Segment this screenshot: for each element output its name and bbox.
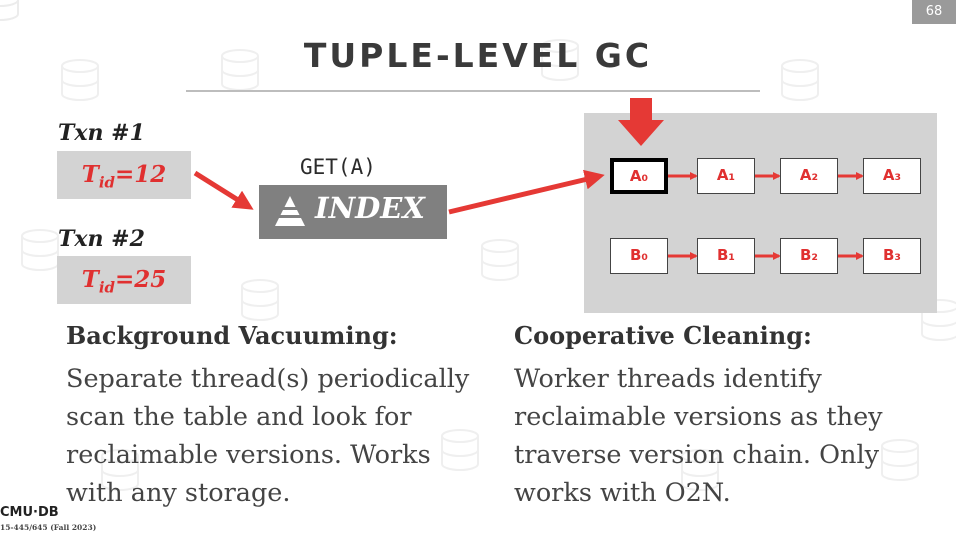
txn1-to-index-arrow [193,170,254,210]
right-line: reclaimable versions as they [514,402,883,432]
txn1-tid-value: =12 [115,161,167,188]
txn2-tid-sub: id [98,278,116,297]
version-node-a3: A₃ [863,158,921,194]
txn1-tid-box: Tid=12 [57,151,191,199]
down-arrow-icon [618,98,664,146]
cmu-db-logo: CMU·DB [0,505,59,520]
page-number: 68 [912,0,956,24]
txn1-label: Txn #1 [58,120,145,146]
version-node-b2: B₂ [780,238,838,274]
left-paragraph: Separate thread(s) periodically scan the… [66,360,469,512]
txn2-tid-box: Tid=25 [57,256,191,304]
version-chain-panel [584,113,937,313]
title-divider [186,90,760,92]
version-node-a2: A₂ [780,158,838,194]
slide-title: TUPLE-LEVEL GC [303,36,653,75]
index-box: INDEX [259,185,447,239]
get-a-label: GET(A) [300,155,376,179]
right-line: traverse version chain. Only [514,440,880,470]
version-node-b1: B₁ [697,238,755,274]
version-node-a1: A₁ [697,158,755,194]
left-line: with any storage. [66,478,291,508]
left-line: reclaimable versions. Works [66,440,431,470]
left-line: Separate thread(s) periodically [66,364,470,394]
version-node-b3: B₃ [863,238,921,274]
index-label: INDEX [315,191,425,225]
right-heading: Cooperative Cleaning: [514,321,812,350]
index-to-a0-arrow [448,169,605,215]
version-node-a0: A₀ [610,158,668,194]
version-node-b0: B₀ [610,238,668,274]
txn1-tid-prefix: T [81,161,99,188]
course-label: 15-445/645 (Fall 2023) [0,523,97,532]
left-line: scan the table and look for [66,402,412,432]
chain-arrows [668,172,864,260]
txn2-tid-prefix: T [81,266,99,293]
right-paragraph: Worker threads identify reclaimable vers… [514,360,883,512]
txn2-tid-value: =25 [115,266,167,293]
left-heading: Background Vacuuming: [66,321,398,350]
txn1-tid-sub: id [98,173,116,192]
pyramid-icon [273,196,307,226]
right-line: works with O2N. [514,478,731,508]
txn2-label: Txn #2 [58,226,145,252]
right-line: Worker threads identify [514,364,822,394]
